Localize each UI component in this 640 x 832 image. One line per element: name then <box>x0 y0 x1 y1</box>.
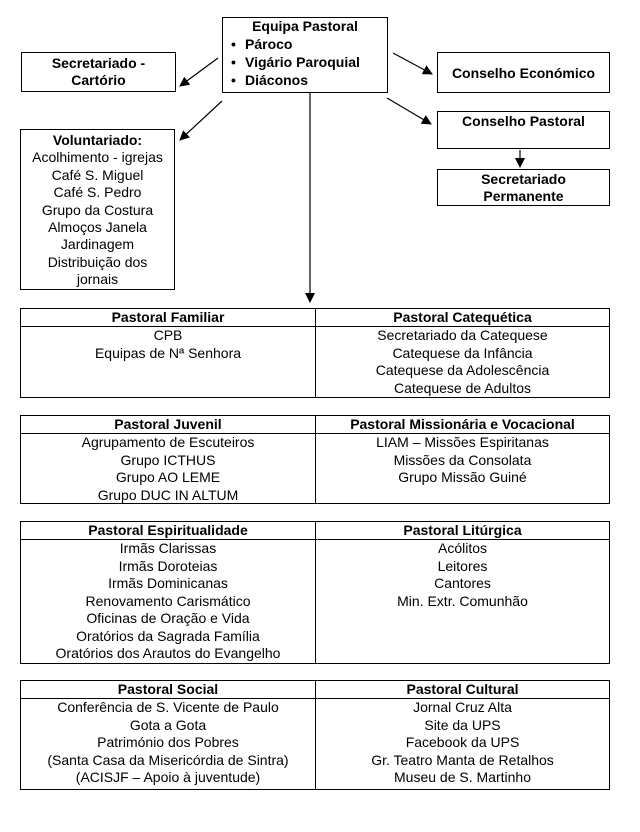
secretariado-cartorio-line: Secretariado - <box>51 55 146 71</box>
voluntariado-title: Voluntariado: <box>52 132 143 148</box>
pastoral-juvenil-title: Pastoral Juvenil <box>21 416 315 434</box>
arrow-to-conselho-pastoral <box>386 97 432 125</box>
pastoral-table-4: Pastoral Social Conferência de S. Vicent… <box>20 680 610 790</box>
list-item: Facebook da UPS <box>405 734 520 750</box>
pastoral-table-2: Pastoral Juvenil Agrupamento de Escuteir… <box>20 415 610 504</box>
list-item: Min. Extr. Comunhão <box>397 592 528 609</box>
list-item: Almoços Janela <box>48 219 147 236</box>
pastoral-social-title: Pastoral Social <box>21 681 315 699</box>
list-item: Oficinas de Oração e Vida <box>86 610 250 626</box>
secretariado-cartorio-box: Secretariado - Cartório <box>21 52 176 92</box>
list-item: Conferência de S. Vicente de Paulo <box>57 699 279 715</box>
list-item: Cantores <box>434 575 491 591</box>
pastoral-missionaria-column: Pastoral Missionária e Vocacional LIAM –… <box>315 416 609 503</box>
list-item: Distribuição dos <box>47 253 148 270</box>
list-item: Renovamento Carismático <box>85 592 251 609</box>
list-item: Café S. Pedro <box>53 184 142 201</box>
list-item: LIAM – Missões Espiritanas <box>376 434 549 450</box>
list-item: Site da UPS <box>424 716 501 733</box>
pastoral-catequetica-title: Pastoral Catequética <box>316 309 609 327</box>
voluntariado-box: Voluntariado: Acolhimento - igrejas Café… <box>20 129 175 290</box>
list-item: Oratórios da Sagrada Família <box>76 627 260 644</box>
secretariado-permanente-line: Secretariado <box>481 170 566 187</box>
list-item: (ACISJF – Apoio à juventude) <box>75 769 261 785</box>
arrow-to-conselho-economico <box>392 52 433 75</box>
list-item: Museu de S. Martinho <box>394 769 531 785</box>
pastoral-liturgica-title: Pastoral Litúrgica <box>316 522 609 540</box>
list-item: Secretariado da Catequese <box>377 327 548 343</box>
pastoral-espiritualidade-column: Pastoral Espiritualidade Irmãs Clarissas… <box>21 522 315 663</box>
pastoral-juvenil-column: Pastoral Juvenil Agrupamento de Escuteir… <box>21 416 315 503</box>
list-item: Catequese de Adultos <box>394 379 531 396</box>
secretariado-cartorio-line: Cartório <box>71 72 126 88</box>
pastoral-catequetica-column: Pastoral Catequética Secretariado da Cat… <box>315 309 609 397</box>
list-item: Equipas de Nª Senhora <box>94 344 242 361</box>
list-item: (Santa Casa da Misericórdia de Sintra) <box>47 751 289 768</box>
conselho-pastoral-label: Conselho Pastoral <box>462 113 585 129</box>
list-item: Missões da Consolata <box>393 451 532 468</box>
list-item: Vigário Paroquial <box>231 53 383 71</box>
list-item: Gr. Teatro Manta de Retalhos <box>371 751 554 768</box>
list-item: Pároco <box>231 35 383 53</box>
pastoral-table-3: Pastoral Espiritualidade Irmãs Clarissas… <box>20 521 610 664</box>
arrow-to-secretariado <box>179 57 219 87</box>
list-item: Catequese da Infância <box>392 344 533 361</box>
pastoral-missionaria-title: Pastoral Missionária e Vocacional <box>316 416 609 434</box>
conselho-economico-label: Conselho Económico <box>451 64 596 81</box>
list-item: Irmãs Clarissas <box>119 540 217 556</box>
arrow-to-voluntariado <box>179 100 223 141</box>
pastoral-liturgica-column: Pastoral Litúrgica Acólitos Leitores Can… <box>315 522 609 663</box>
list-item: Património dos Pobres <box>97 734 239 750</box>
list-item: Diáconos <box>231 71 383 89</box>
list-item: Acolhimento - igrejas <box>32 149 163 166</box>
secretariado-permanente-line: Permanente <box>483 187 564 204</box>
list-item: Grupo da Costura <box>41 201 154 218</box>
pastoral-familiar-column: Pastoral Familiar CPB Equipas de Nª Senh… <box>21 309 315 397</box>
list-item: Café S. Miguel <box>51 166 144 183</box>
list-item: Leitores <box>437 557 488 574</box>
list-item: CPB <box>153 327 183 343</box>
list-item: jornais <box>76 271 119 288</box>
secretariado-permanente-box: Secretariado Permanente <box>437 169 610 206</box>
pastoral-cultural-column: Pastoral Cultural Jornal Cruz Alta Site … <box>315 681 609 789</box>
list-item: Acólitos <box>437 540 488 556</box>
pastoral-familiar-title: Pastoral Familiar <box>21 309 315 327</box>
list-item: Jardinagem <box>60 236 135 253</box>
list-item: Grupo Missão Guiné <box>398 469 527 485</box>
pastoral-social-column: Pastoral Social Conferência de S. Vicent… <box>21 681 315 789</box>
list-item: Jornal Cruz Alta <box>413 699 512 715</box>
list-item: Grupo ICTHUS <box>120 451 216 468</box>
equipa-pastoral-box: Equipa Pastoral Pároco Vigário Paroquial… <box>222 17 388 93</box>
equipa-pastoral-title: Equipa Pastoral <box>252 18 358 34</box>
list-item: Agrupamento de Escuteiros <box>81 434 255 450</box>
list-item: Irmãs Doroteias <box>118 557 218 574</box>
conselho-pastoral-box: Conselho Pastoral <box>437 111 610 149</box>
list-item: Oratórios dos Arautos do Evangelho <box>55 645 281 661</box>
equipa-pastoral-list: Pároco Vigário Paroquial Diáconos <box>227 35 383 89</box>
list-item: Gota a Gota <box>129 716 207 733</box>
pastoral-table-1: Pastoral Familiar CPB Equipas de Nª Senh… <box>20 308 610 398</box>
list-item: Grupo DUC IN ALTUM <box>97 486 239 503</box>
pastoral-espiritualidade-title: Pastoral Espiritualidade <box>21 522 315 540</box>
list-item: Grupo AO LEME <box>115 469 221 485</box>
conselho-economico-box: Conselho Económico <box>437 52 610 93</box>
list-item: Catequese da Adolescência <box>375 362 550 378</box>
pastoral-cultural-title: Pastoral Cultural <box>316 681 609 699</box>
list-item: Irmãs Dominicanas <box>108 575 228 591</box>
